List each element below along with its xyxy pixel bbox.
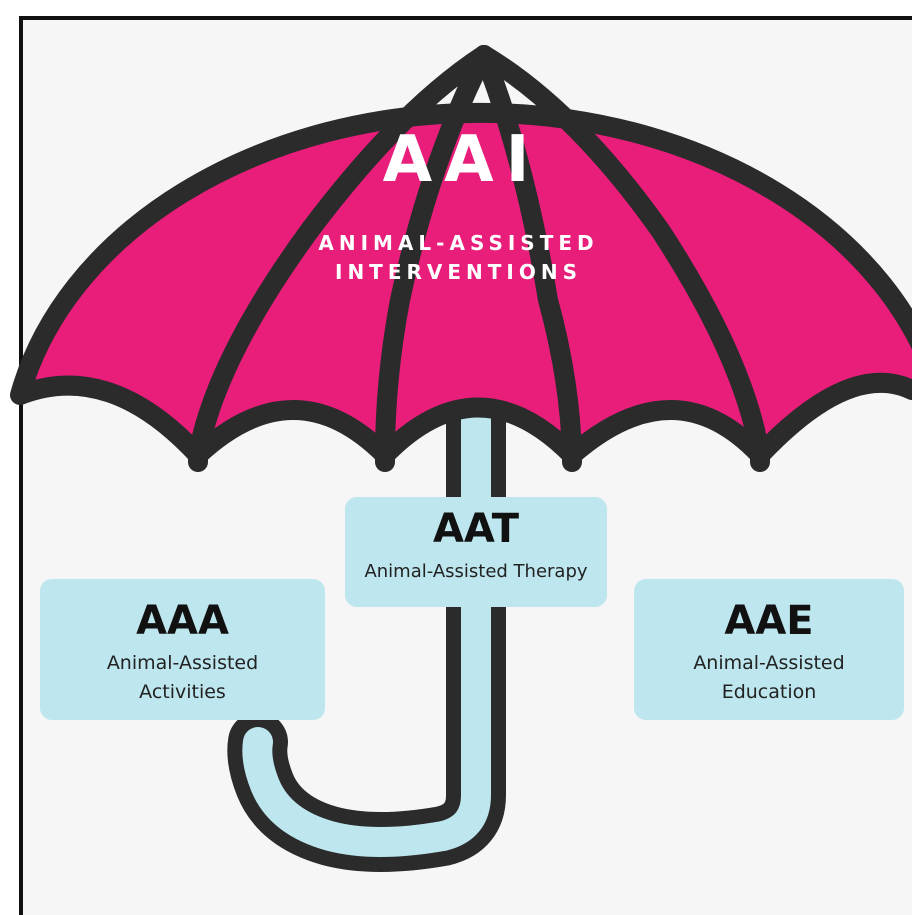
aaa-description-line-1: Animal-Assisted — [106, 652, 259, 674]
aae-description-line-1: Animal-Assisted — [693, 652, 845, 674]
umbrella-canopy — [10, 45, 912, 472]
umbrella-handle — [227, 355, 506, 872]
subtitle-line-1: ANIMAL-ASSISTED — [318, 231, 599, 255]
subtitle-line-2: INTERVENTIONS — [335, 260, 582, 284]
aat-abbreviation: AAT — [432, 506, 520, 552]
aae-description-line-2: Education — [721, 681, 817, 703]
aae-card: AAE Animal-Assisted Education — [634, 579, 904, 720]
diagram-title: AAI — [382, 123, 542, 197]
aat-description: Animal-Assisted Therapy — [364, 561, 588, 582]
aaa-abbreviation: AAA — [136, 598, 229, 644]
aae-abbreviation: AAE — [724, 598, 814, 644]
aaa-description-line-2: Activities — [139, 681, 226, 703]
diagram-subtitle: ANIMAL-ASSISTED INTERVENTIONS — [0, 229, 912, 287]
aat-card: AAT Animal-Assisted Therapy — [345, 497, 607, 607]
aaa-card: AAA Animal-Assisted Activities — [40, 579, 325, 720]
